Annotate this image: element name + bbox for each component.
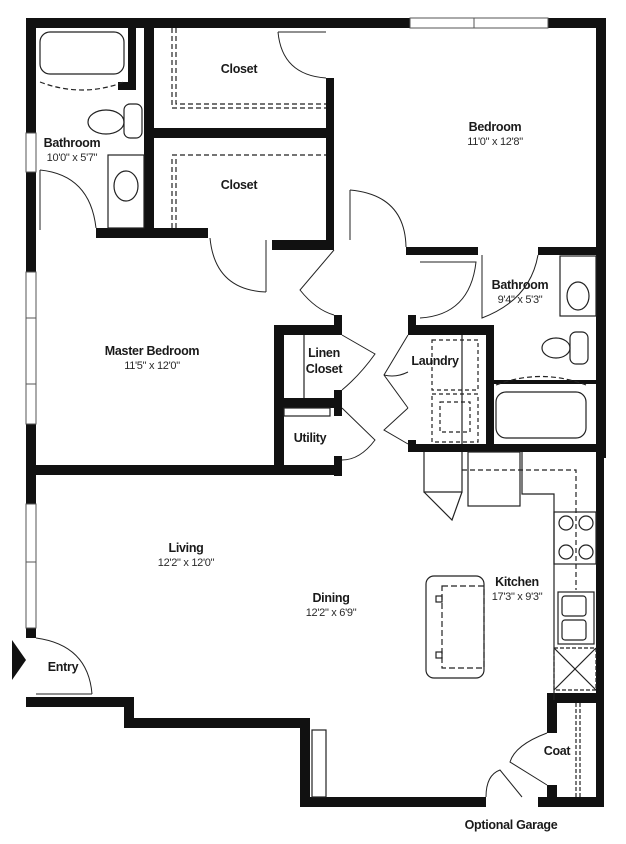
room-name: Dining (312, 591, 350, 605)
room-name: Closet (220, 178, 258, 192)
room-name: Utility (293, 431, 327, 445)
room-label-linen-closet: Linen Closet (305, 346, 343, 377)
entry-arrow-icon (12, 640, 26, 680)
room-name: Entry (47, 660, 79, 674)
room-dimensions: 12'2" x 6'9" (305, 606, 357, 619)
room-label-bathroom2: Bathroom 9'4" x 5'3" (492, 278, 549, 307)
room-dimensions: 17'3" x 9'3" (491, 590, 543, 603)
room-label-dining: Dining 12'2" x 6'9" (306, 591, 357, 620)
room-name: Bathroom (43, 136, 101, 150)
room-name: Linen (308, 346, 340, 360)
room-label-coat: Coat (544, 744, 571, 760)
fixtures (39, 28, 597, 798)
room-dimensions: 11'0" x 12'8" (467, 135, 523, 148)
room-dimensions: 11'5" x 12'0" (124, 359, 180, 372)
room-name: Laundry (411, 354, 459, 368)
room-label-closet2: Closet (220, 178, 258, 194)
room-name: Bathroom (491, 278, 549, 292)
room-name: Kitchen (495, 575, 539, 589)
room-name: Bedroom (468, 120, 522, 134)
room-label-living: Living 12'2" x 12'0" (157, 541, 215, 570)
room-dimensions: 9'4" x 5'3" (497, 293, 543, 306)
room-label-laundry: Laundry (411, 354, 459, 370)
room-label-kitchen: Kitchen 17'3" x 9'3" (492, 575, 543, 604)
room-name: Coat (543, 744, 571, 758)
exterior-walls (26, 18, 606, 807)
room-dimensions: 10'0" x 5'7" (46, 151, 98, 164)
room-name: Living (168, 541, 204, 555)
room-label-master-bedroom: Master Bedroom 11'5" x 12'0" (104, 344, 200, 373)
windows (25, 17, 549, 629)
room-label-optional-garage: Optional Garage (465, 818, 558, 834)
room-label-bathroom1: Bathroom 10'0" x 5'7" (44, 136, 101, 165)
room-name: Master Bedroom (104, 344, 200, 358)
doors (35, 31, 548, 798)
room-label-utility: Utility (294, 431, 327, 447)
room-label-closet1: Closet (220, 62, 258, 78)
room-name: Optional Garage (464, 818, 558, 832)
room-label-entry: Entry (47, 660, 79, 676)
room-dimensions: 12'2" x 12'0" (157, 556, 215, 569)
interior-walls (36, 18, 604, 476)
room-label-bedroom: Bedroom 11'0" x 12'8" (467, 120, 523, 149)
room-name-line2: Closet (305, 361, 343, 376)
room-name: Closet (220, 62, 258, 76)
